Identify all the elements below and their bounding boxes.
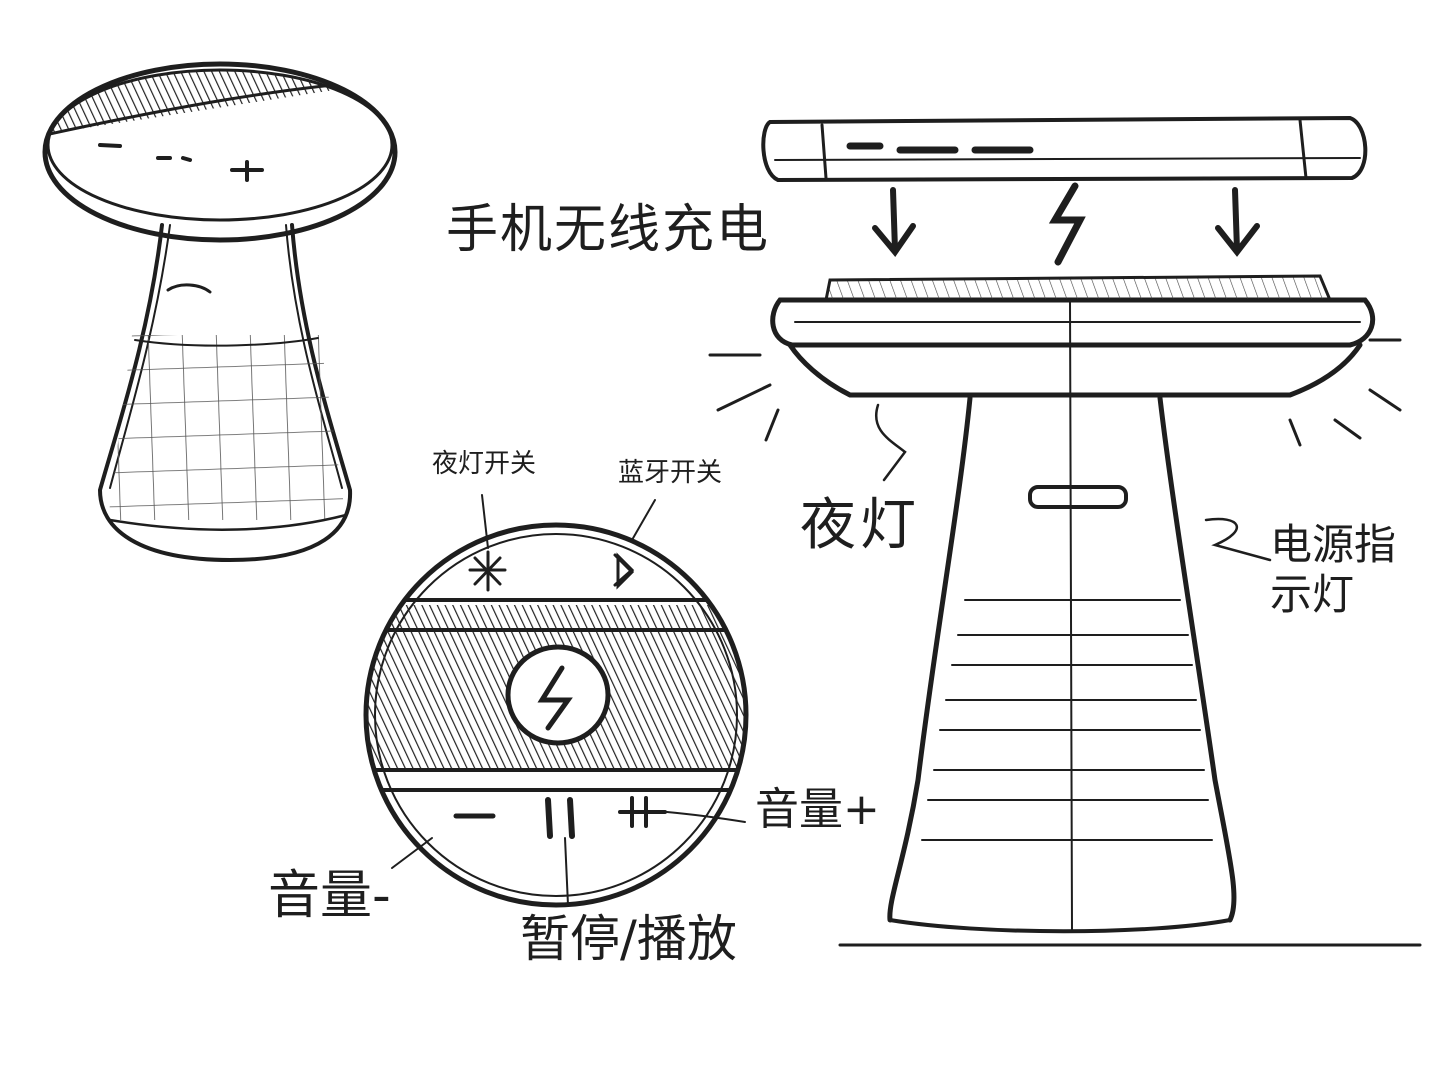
top-view-detail-sketch [363, 494, 749, 908]
night-light-label: 夜灯 [800, 493, 920, 558]
night-light-switch-label: 夜灯开关 [432, 449, 537, 479]
volume-down-label: 音量- [268, 866, 391, 926]
bluetooth-switch-label: 蓝牙开关 [618, 458, 723, 488]
front-elevation-sketch [708, 115, 1422, 947]
pause-play-label: 暂停/播放 [520, 910, 737, 968]
wireless-charging-label: 手机无线充电 [446, 200, 771, 260]
perspective-speaker-sketch [42, 61, 398, 563]
power-indicator-label: 电源指示灯 [1270, 520, 1397, 620]
volume-up-label: 音量+ [755, 784, 880, 835]
